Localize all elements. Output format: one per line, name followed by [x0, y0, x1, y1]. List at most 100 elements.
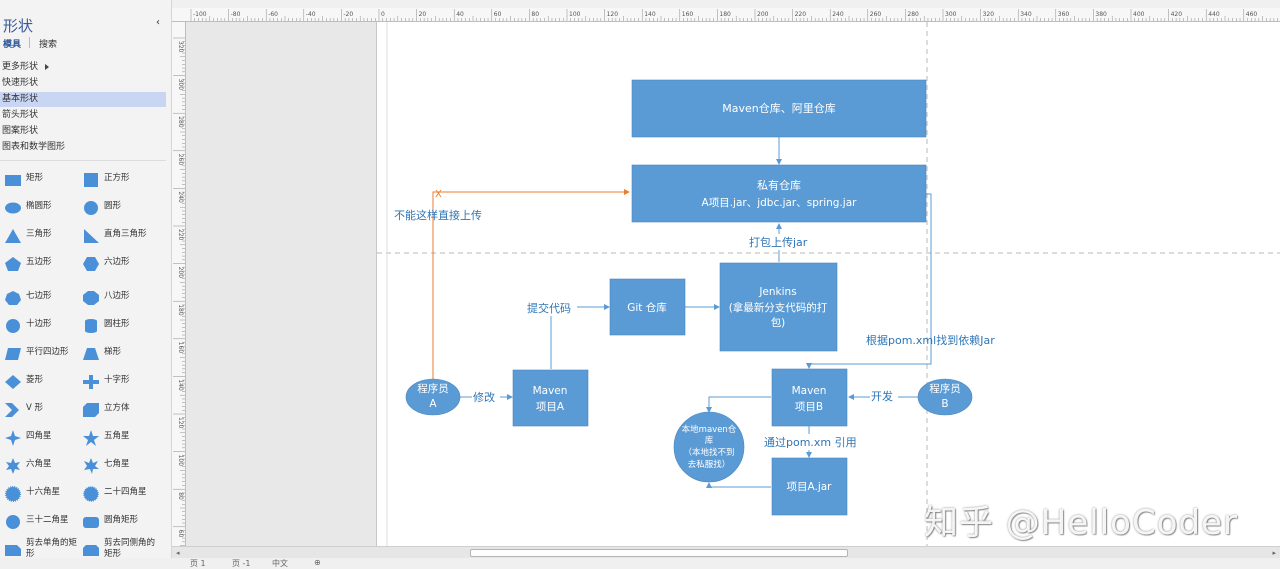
shape-heptagon[interactable]: 七边形	[0, 288, 82, 308]
shape-circle[interactable]: 圆形	[78, 198, 160, 218]
shape-chevron[interactable]: V 形	[0, 400, 82, 420]
tab-search[interactable]: 搜索	[39, 40, 58, 50]
label-forbidden-x: X	[435, 189, 442, 200]
panel-title: 形状	[3, 17, 34, 35]
jenkins-line1: Jenkins	[758, 286, 796, 298]
edge-private-to-maven-b[interactable]	[806, 193, 932, 369]
maven-repo-box[interactable]: Maven仓库、阿里仓库	[631, 79, 927, 138]
shape-snip-single-corner-rectangle[interactable]: 剪去单角的矩形	[0, 538, 82, 560]
chevron-icon	[5, 403, 19, 417]
edge-project-jar-to-local-repo[interactable]	[706, 482, 771, 488]
shape-triangle[interactable]: 三角形	[0, 226, 82, 246]
category-basic-shapes[interactable]: 基本形状	[0, 92, 166, 107]
shape-parallelogram[interactable]: 平行四边形	[0, 344, 82, 364]
category-chart-math-shapes[interactable]: 图表和数学图形	[2, 142, 66, 152]
scroll-right-icon[interactable]: ▸	[1272, 549, 1276, 557]
shape-octagon[interactable]: 八边形	[78, 288, 160, 308]
tab-divider	[29, 37, 30, 48]
ruler-label: 60	[177, 530, 184, 538]
shape-label: 剪去同侧角的矩形	[104, 538, 156, 559]
shape-diamond[interactable]: 菱形	[0, 372, 82, 392]
private-repo-title: 私有仓库	[757, 178, 801, 192]
scrollbar-thumb[interactable]	[470, 549, 848, 557]
rectangle-icon	[5, 175, 21, 186]
ruler-label: 80	[531, 11, 539, 18]
shape-rounded-rectangle[interactable]: 圆角矩形	[78, 512, 160, 532]
star-6-icon	[6, 458, 20, 474]
developer-a-node[interactable]: 程序员 A	[405, 378, 461, 416]
edge-dev-a-to-private-forbidden[interactable]	[432, 189, 630, 379]
heptagon-icon	[5, 291, 21, 305]
shape-cross[interactable]: 十字形	[78, 372, 160, 392]
shape-rectangle[interactable]: 矩形	[0, 170, 82, 190]
drawing-page[interactable]: Maven仓库、阿里仓库 私有仓库 A项目.jar、jdbc.jar、sprin…	[376, 22, 1280, 546]
developer-b-node[interactable]: 程序员 B	[917, 378, 973, 416]
tab-stencils[interactable]: 模具	[3, 40, 22, 50]
local-repo-line4: 去私服找）	[688, 459, 731, 470]
git-repo-box[interactable]: Git 仓库	[609, 278, 686, 336]
category-arrow-shapes[interactable]: 箭头形状	[2, 110, 39, 120]
shape-label: 七角星	[104, 459, 130, 469]
shape-cube[interactable]: 立方体	[78, 400, 160, 420]
project-a-jar-box[interactable]: 项目A.jar	[771, 457, 848, 516]
shape-star-16[interactable]: 十六角星	[0, 484, 82, 504]
maven-project-b-box[interactable]: Maven 项目B	[771, 368, 848, 427]
ruler-label: 440	[1208, 11, 1220, 18]
ruler-label: 140	[177, 379, 184, 391]
label-develop: 开发	[871, 389, 893, 403]
drawing-canvas[interactable]: Maven仓库、阿里仓库 私有仓库 A项目.jar、jdbc.jar、sprin…	[186, 22, 1280, 546]
shape-cylinder[interactable]: 圆柱形	[78, 316, 160, 336]
ellipse-icon	[5, 202, 21, 214]
jenkins-box[interactable]: Jenkins (拿最新分支代码的打 包)	[719, 262, 838, 352]
ruler-label: 360	[1058, 11, 1070, 18]
shape-star-7[interactable]: 七角星	[78, 456, 160, 476]
shape-trapezoid[interactable]: 梯形	[78, 344, 160, 364]
label-modify: 修改	[473, 390, 495, 404]
shape-hexagon[interactable]: 六边形	[78, 254, 160, 274]
shape-decagon[interactable]: 十边形	[0, 316, 82, 336]
ruler-label: 120	[607, 11, 619, 18]
globe-icon[interactable]: ⊕	[314, 558, 321, 567]
ruler-label: 460	[1246, 11, 1258, 18]
shape-right-triangle[interactable]: 直角三角形	[78, 226, 160, 246]
scroll-left-icon[interactable]: ◂	[176, 549, 180, 557]
shape-snip-same-side-corner-rectangle[interactable]: 剪去同侧角的矩形	[78, 538, 160, 560]
status-bar: 页 1 页 -1 中文 ⊕	[0, 558, 1280, 569]
edge-maven-a-to-git[interactable]	[550, 304, 610, 369]
collapse-panel-button[interactable]: ‹	[156, 17, 160, 28]
local-repo-line2: 库	[705, 435, 714, 446]
shape-star-6[interactable]: 六角星	[0, 456, 82, 476]
ruler-label: 140	[644, 11, 656, 18]
shape-pentagon[interactable]: 五边形	[0, 254, 82, 274]
decagon-icon	[6, 319, 20, 333]
shape-square[interactable]: 正方形	[78, 170, 160, 190]
shape-star-24[interactable]: 二十四角星	[78, 484, 160, 504]
watermark: 知乎 @HelloCoder	[924, 503, 1239, 543]
local-repo-line3: （本地找不到	[683, 447, 734, 458]
label-pom-dependency: 根据pom.xml找到依赖Jar	[866, 333, 995, 347]
shape-star-5[interactable]: 五角星	[78, 428, 160, 448]
ruler-label: 100	[569, 11, 581, 18]
maven-project-a-box[interactable]: Maven 项目A	[512, 369, 589, 427]
shape-star-4[interactable]: 四角星	[0, 428, 82, 448]
horizontal-scrollbar[interactable]: ◂ ▸	[172, 546, 1280, 558]
shape-star-32[interactable]: 三十二角星	[0, 512, 82, 532]
diagram: Maven仓库、阿里仓库 私有仓库 A项目.jar、jdbc.jar、sprin…	[377, 22, 1280, 546]
star-4-icon	[5, 430, 21, 446]
shape-ellipse[interactable]: 椭圆形	[0, 198, 82, 218]
status-page-count[interactable]: 页 -1	[232, 559, 251, 568]
shape-label: 直角三角形	[104, 229, 147, 239]
category-pattern-shapes[interactable]: 图案形状	[2, 126, 39, 136]
category-quick-shapes[interactable]: 快速形状	[2, 78, 39, 88]
dev-b-line1: 程序员	[929, 382, 961, 395]
ruler-label: 280	[177, 116, 184, 128]
local-maven-repo-node[interactable]: 本地maven仓 库 （本地找不到 去私服找）	[673, 411, 745, 483]
category-more-shapes[interactable]: 更多形状	[0, 60, 166, 75]
ruler-label: 60	[494, 11, 502, 18]
edge-maven-b-to-local-repo[interactable]	[706, 396, 771, 413]
shape-label: 十六角星	[26, 487, 61, 497]
star-32-icon	[6, 515, 20, 529]
status-page[interactable]: 页 1	[190, 559, 206, 568]
private-repo-box[interactable]: 私有仓库 A项目.jar、jdbc.jar、spring.jar	[631, 164, 927, 223]
ruler-label: 260	[870, 11, 882, 18]
